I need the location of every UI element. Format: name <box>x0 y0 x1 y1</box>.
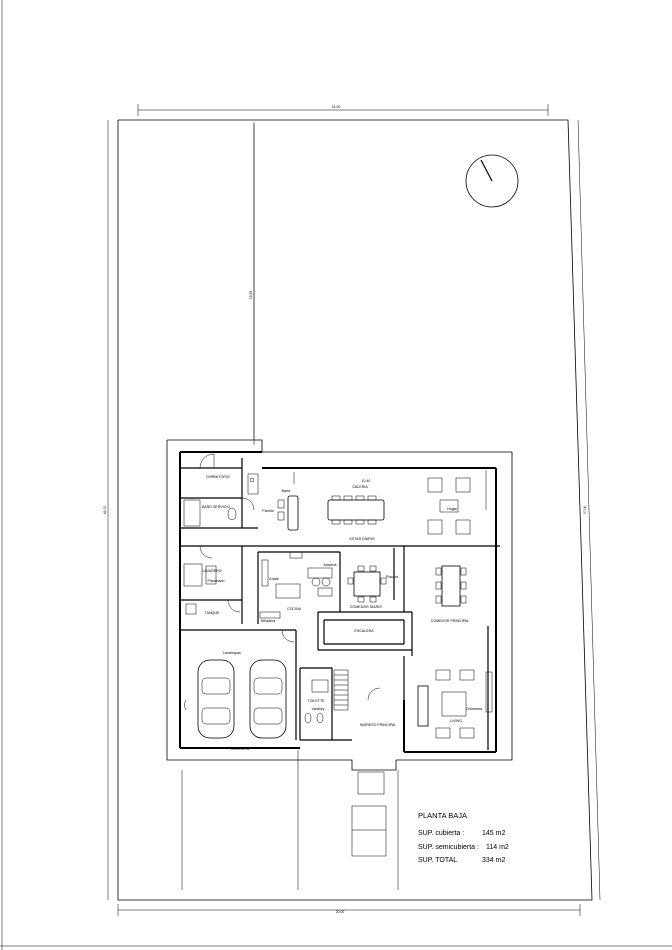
label-ingreso: INGRESO PRINCIPAL <box>360 723 396 727</box>
label-comedor-diario: COMEDOR DIARIO <box>350 605 382 609</box>
label-barra: Barra <box>282 489 291 493</box>
label-hogar: Hogar <box>447 507 458 511</box>
label-vanitory: Vanitory <box>312 707 325 711</box>
label-cochera: COCHERA <box>231 747 250 751</box>
dimension-left: 41.00 <box>103 120 109 900</box>
galeria-width-label: 10.40 <box>362 479 371 483</box>
dimension-right: 37.00 <box>577 119 601 901</box>
galeria-furniture <box>277 470 487 535</box>
lavadero-fixtures <box>183 563 217 615</box>
label-planchado: Planchado <box>208 579 225 583</box>
label-bano-servicio: BAÑO SERVICIO <box>202 504 230 509</box>
legend-row-3-value: 334 m2 <box>482 857 505 864</box>
north-arrow <box>465 154 519 208</box>
label-heladera: Heladera <box>261 619 276 623</box>
label-estar: ESTAR DIARIO <box>349 537 374 541</box>
label-dormitorio: DORMITORIO <box>206 475 229 479</box>
dimension-top-label: 21.00 <box>332 105 341 109</box>
label-lavarropas: Lavarropas <box>223 651 241 655</box>
bathroom-fixtures <box>183 473 329 724</box>
dimension-bottom-label: 20.00 <box>336 910 345 914</box>
legend-row-1-value: 145 m2 <box>482 830 505 837</box>
legend-row-2-value: 114 m2 <box>486 844 509 851</box>
label-lavadero: LAVADERO <box>202 569 221 573</box>
comedor-principal-table <box>435 565 467 607</box>
label-chimenea: Chimenea <box>466 707 482 711</box>
living-furniture <box>417 640 493 739</box>
surface-legend: PLANTA BAJA SUP. cubierta : 145 m2 SUP. … <box>418 811 509 864</box>
label-toilette: TOILETTE <box>307 699 325 703</box>
entrance-walkway <box>181 750 399 890</box>
dimension-left-label: 41.00 <box>103 506 107 515</box>
label-cocina: COCINA <box>287 607 302 611</box>
label-galeria: GALERIA <box>352 485 368 489</box>
room-labels: DORMITORIO BAÑO SERVICIO GALERIA ESTAR D… <box>202 475 482 751</box>
dimension-depth: 19.55 <box>249 124 255 440</box>
dimension-right-label: 37.00 <box>583 506 587 515</box>
legend-row-3-label: SUP. TOTAL <box>418 857 457 864</box>
label-alacena: Alacena <box>324 563 337 567</box>
label-parrilla: Parrilla <box>262 509 273 513</box>
label-comedor-principal: COMEDOR PRINCIPAL <box>431 619 469 623</box>
legend-row-1-label: SUP. cubierta : <box>418 830 464 837</box>
car-left <box>197 659 235 739</box>
label-living: LIVING <box>450 719 462 723</box>
stair <box>333 669 349 711</box>
dimension-bottom: 20.00 <box>117 904 581 916</box>
label-placard: Placard <box>386 575 398 579</box>
label-anafe: Anafe <box>269 577 278 581</box>
label-escalera: ESCALERA <box>354 629 374 633</box>
legend-row-2-label: SUP. semicubierta : <box>418 844 479 851</box>
kitchen-fixtures <box>259 551 333 619</box>
comedor-diario-table <box>347 565 387 603</box>
door-swings <box>184 453 381 711</box>
dimension-top: 21.00 <box>137 104 549 116</box>
car-right <box>249 659 287 739</box>
lot-boundary <box>117 119 593 901</box>
dimension-depth-label: 19.55 <box>249 291 253 300</box>
label-tanque: TANQUE <box>205 611 220 615</box>
interior-walls <box>179 458 500 750</box>
legend-title: PLANTA BAJA <box>418 811 467 820</box>
